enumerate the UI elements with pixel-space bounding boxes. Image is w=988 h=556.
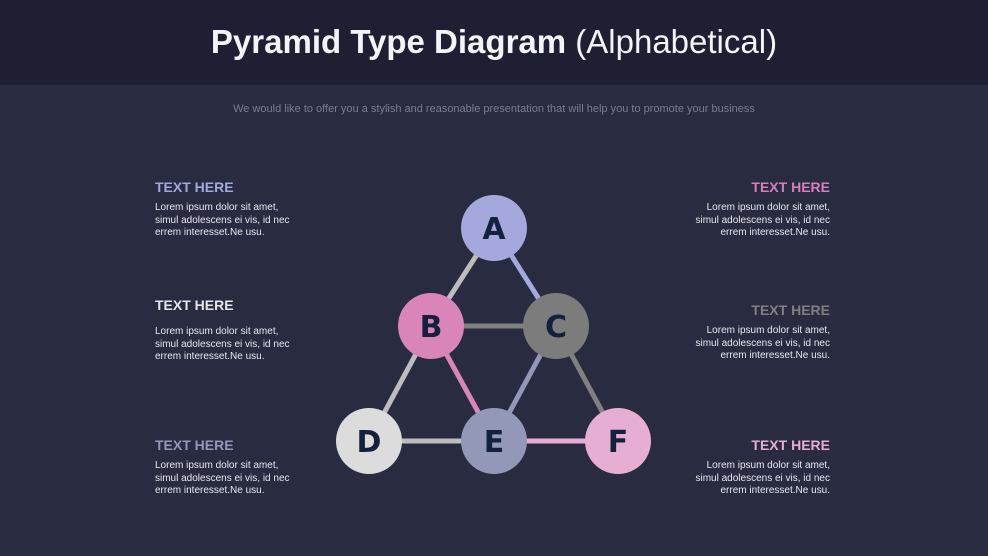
- body-line: simul adolescens ei vis, id nec: [695, 214, 830, 226]
- body-line: simul adolescens ei vis, id nec: [695, 472, 830, 484]
- body-line: simul adolescens ei vis, id nec: [155, 338, 290, 350]
- block-heading: TEXT HERE: [155, 179, 234, 195]
- node-label: F: [608, 425, 629, 460]
- block-body: Lorem ipsum dolor sit amet, simul adoles…: [670, 202, 830, 240]
- block-heading: TEXT HERE: [751, 437, 830, 453]
- body-line: simul adolescens ei vis, id nec: [155, 472, 290, 484]
- node-a: A: [461, 195, 527, 261]
- text-block-3: TEXT HERE Lorem ipsum dolor sit amet, si…: [155, 437, 315, 498]
- node-label: E: [484, 425, 505, 460]
- block-heading: TEXT HERE: [751, 179, 830, 195]
- block-heading: TEXT HERE: [155, 437, 234, 453]
- node-label: B: [420, 310, 443, 345]
- node-label: C: [545, 310, 567, 345]
- body-line: Lorem ipsum dolor sit amet,: [706, 202, 830, 213]
- node-b: B: [398, 293, 464, 359]
- text-block-1: TEXT HERE Lorem ipsum dolor sit amet, si…: [155, 179, 315, 240]
- body-line: errem interesset.Ne usu.: [720, 350, 831, 361]
- body-line: Lorem ipsum dolor sit amet,: [155, 460, 279, 471]
- subtitle: We would like to offer you a stylish and…: [233, 103, 755, 115]
- title-light: (Alphabetical): [575, 23, 778, 60]
- header-bar: [0, 0, 988, 85]
- body-line: errem interesset.Ne usu.: [155, 227, 265, 238]
- body-line: Lorem ipsum dolor sit amet,: [706, 460, 830, 471]
- block-heading: TEXT HERE: [751, 302, 830, 318]
- body-line: Lorem ipsum dolor sit amet,: [706, 325, 830, 336]
- block-body: Lorem ipsum dolor sit amet, simul adoles…: [155, 326, 315, 364]
- body-line: Lorem ipsum dolor sit amet,: [155, 202, 279, 213]
- text-block-2: TEXT HERE Lorem ipsum dolor sit amet, si…: [155, 297, 315, 364]
- text-block-6: TEXT HERE Lorem ipsum dolor sit amet, si…: [670, 437, 830, 498]
- body-line: errem interesset.Ne usu.: [720, 227, 831, 238]
- block-heading: TEXT HERE: [155, 297, 234, 313]
- block-body: Lorem ipsum dolor sit amet, simul adoles…: [670, 325, 830, 363]
- block-body: Lorem ipsum dolor sit amet, simul adoles…: [155, 460, 315, 498]
- text-block-4: TEXT HERE Lorem ipsum dolor sit amet, si…: [670, 179, 830, 240]
- body-line: Lorem ipsum dolor sit amet,: [155, 326, 279, 337]
- node-f: F: [585, 408, 651, 474]
- body-line: errem interesset.Ne usu.: [155, 351, 265, 362]
- node-d: D: [336, 408, 402, 474]
- block-body: Lorem ipsum dolor sit amet, simul adoles…: [670, 460, 830, 498]
- body-line: simul adolescens ei vis, id nec: [695, 337, 830, 349]
- node-e: E: [461, 408, 527, 474]
- node-label: D: [357, 425, 382, 460]
- text-block-5: TEXT HERE Lorem ipsum dolor sit amet, si…: [670, 302, 830, 363]
- page-title: Pyramid Type Diagram (Alphabetical): [0, 22, 988, 62]
- block-body: Lorem ipsum dolor sit amet, simul adoles…: [155, 202, 315, 240]
- title-bold: Pyramid Type Diagram: [210, 23, 567, 60]
- node-c: C: [523, 293, 589, 359]
- body-line: simul adolescens ei vis, id nec: [155, 214, 290, 226]
- body-line: errem interesset.Ne usu.: [720, 485, 831, 496]
- node-label: A: [482, 212, 506, 247]
- body-line: errem interesset.Ne usu.: [155, 485, 265, 496]
